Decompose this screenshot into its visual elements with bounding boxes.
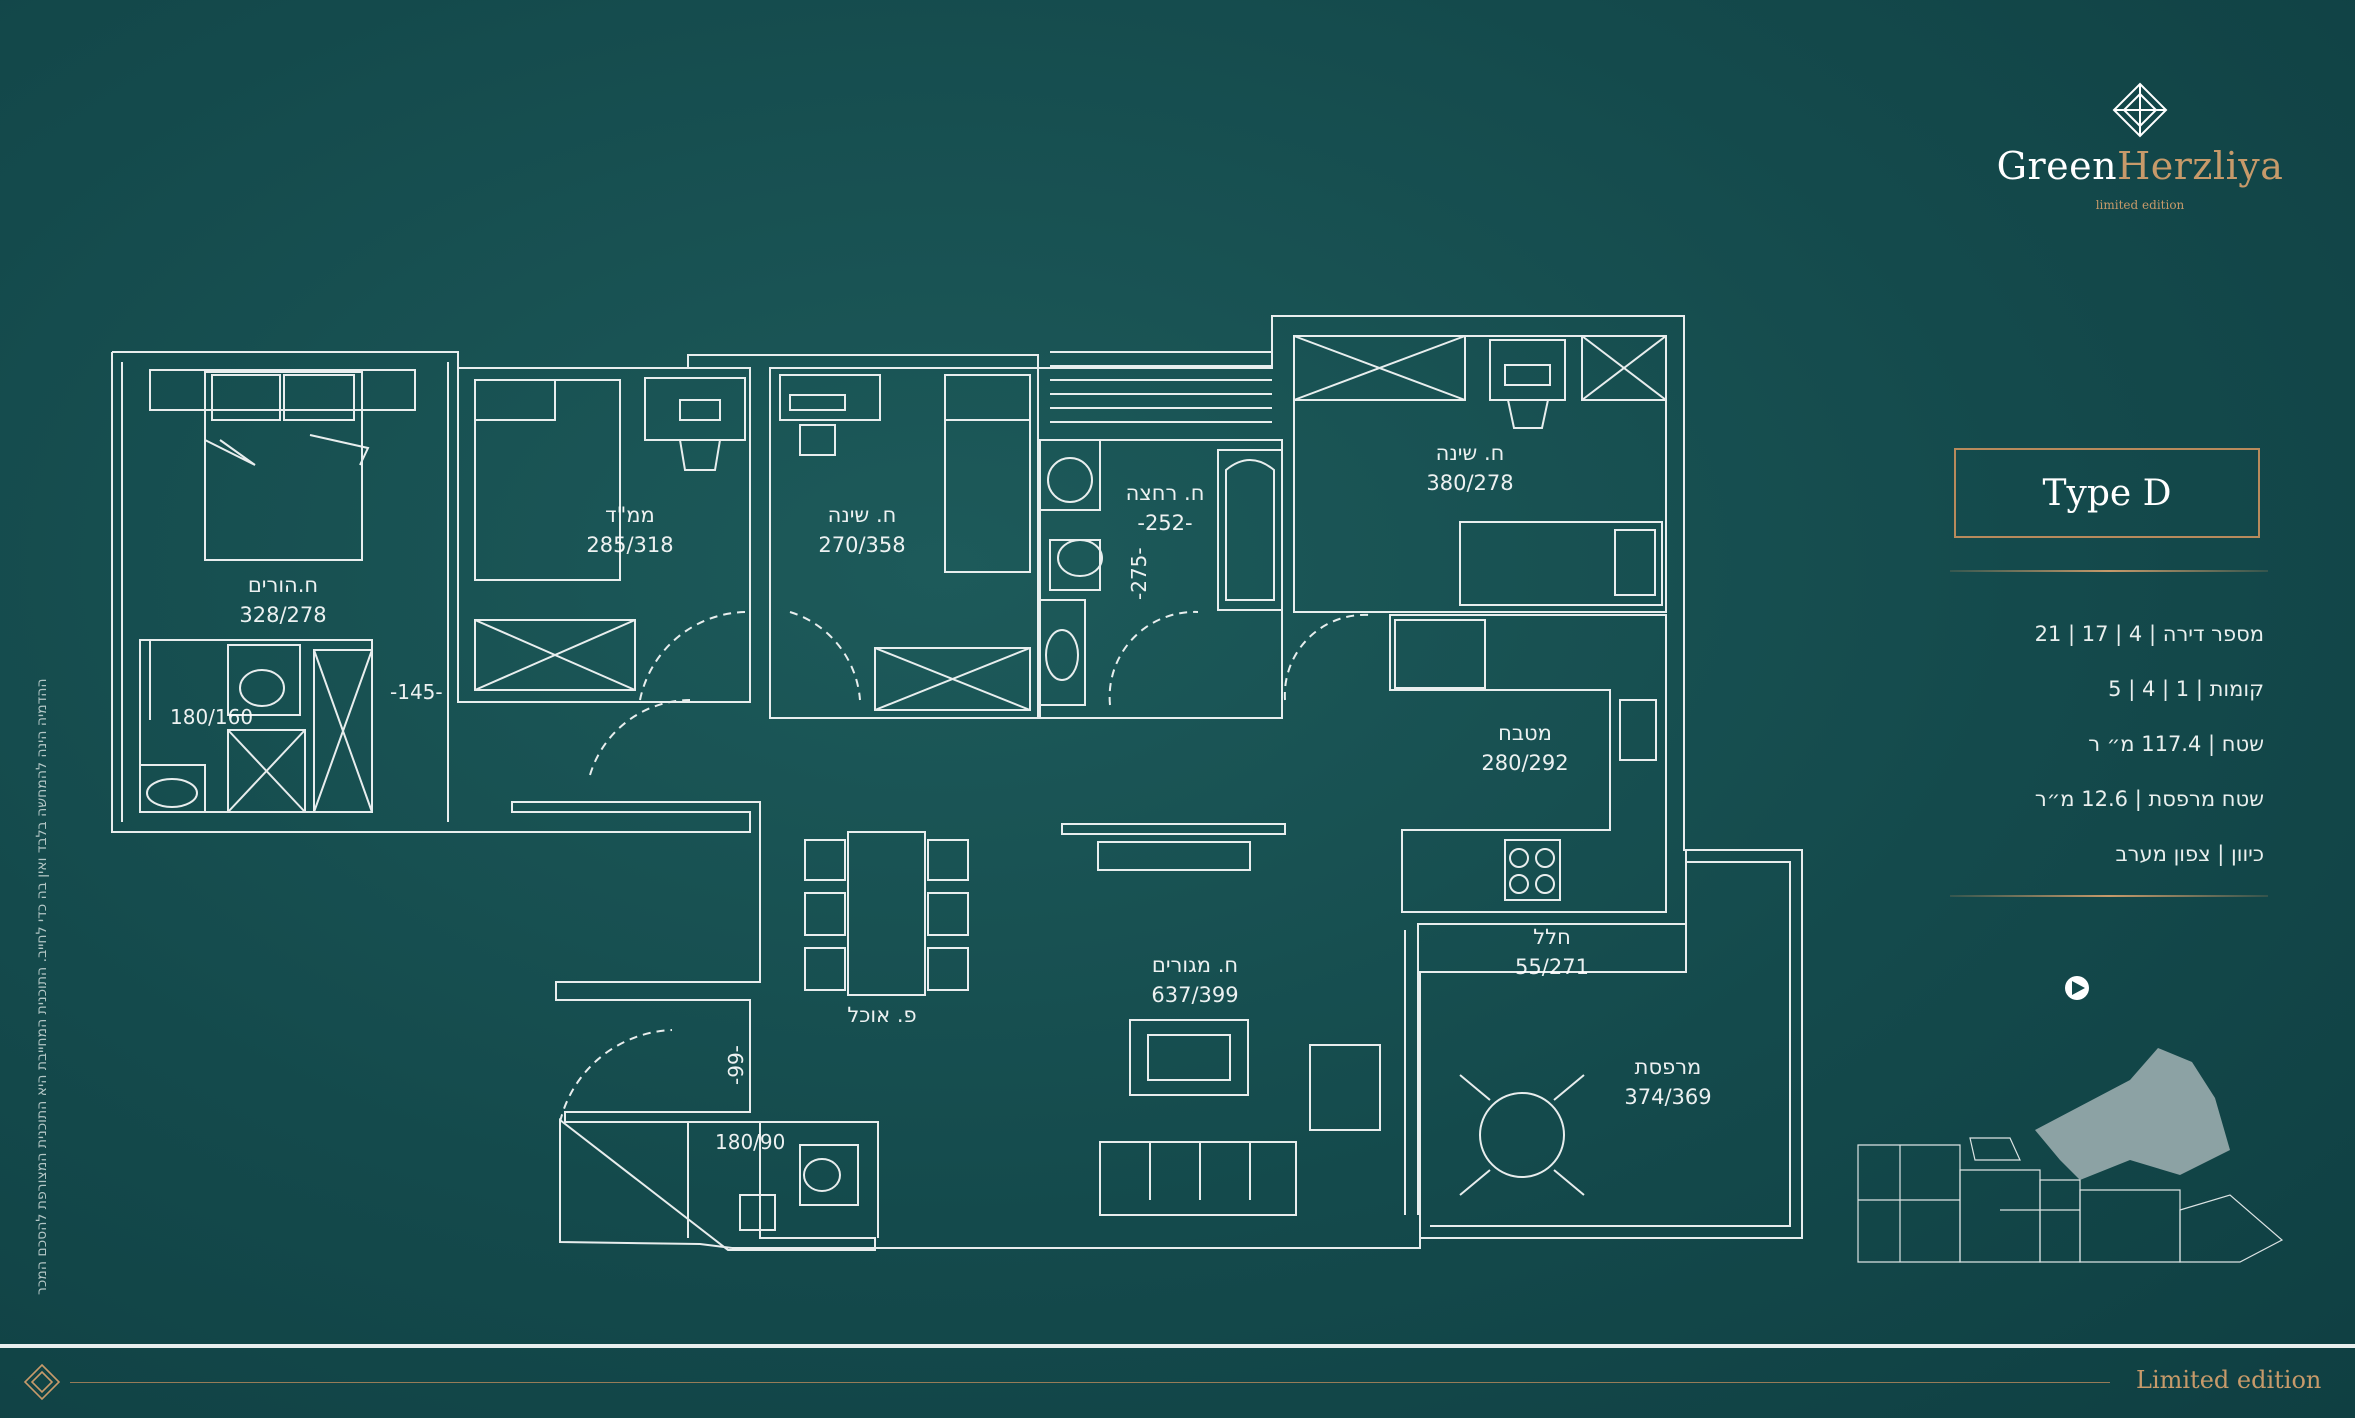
gold-rule-bottom — [1950, 895, 2268, 897]
footer-logo-icon — [23, 1363, 61, 1401]
key-plan — [1857, 1137, 2284, 1263]
logo-diamond-icon — [2112, 82, 2168, 138]
room-bathroom: ח. רחצה -252- — [1126, 478, 1205, 538]
info-balcony-area: שטח מרפסת | 12.6 מ״ר — [2034, 787, 2264, 811]
compass-icon — [2065, 976, 2089, 1000]
key-plan-highlight — [2035, 1048, 2230, 1180]
footer-divider — [0, 1344, 2355, 1348]
room-bedroom3-size: 380/278 — [1426, 471, 1514, 495]
room-bedroom3: ח. שינה 380/278 — [1426, 438, 1513, 498]
dim-guest-wc: 180/90 — [715, 1130, 786, 1154]
brand-logo: GreenHerzliya limited edition — [1990, 80, 2290, 212]
dim-entry: -99- — [724, 1045, 748, 1085]
room-mamad-size: 285/318 — [586, 533, 674, 557]
room-kitchen-name: מטבח — [1498, 721, 1552, 745]
room-bedroom2-name: ח. שינה — [827, 503, 897, 527]
room-bathroom-name: ח. רחצה — [1125, 481, 1205, 505]
dim-corridor: -145- — [390, 680, 443, 704]
gold-rule-top — [1950, 570, 2268, 572]
room-void-size: 55/271 — [1515, 955, 1589, 979]
room-mamad-name: ממ"ד — [605, 503, 655, 527]
room-kitchen: מטבח 280/292 — [1481, 718, 1568, 778]
room-bathroom-size: -252- — [1137, 511, 1193, 535]
brand-tagline: limited edition — [2095, 198, 2185, 212]
room-dining: פ. אוכל — [847, 1000, 916, 1030]
brand-name: GreenHerzliya — [1990, 144, 2290, 188]
room-dining-name: פ. אוכל — [847, 1003, 917, 1027]
brand-name-part2: Herzliya — [2117, 144, 2284, 188]
unit-type-box: Type D — [1954, 448, 2260, 538]
room-living: ח. מגורים 637/399 — [1151, 950, 1238, 1010]
room-living-size: 637/399 — [1151, 983, 1239, 1007]
info-orientation: כיוון | צפון מערב — [2115, 842, 2265, 866]
dim-parents-bath: 180/160 — [170, 705, 254, 729]
info-apartment-number: מספר דירה | 4 | 17 | 21 — [2034, 622, 2264, 646]
room-living-name: ח. מגורים — [1151, 953, 1239, 977]
room-void-name: חלל — [1533, 925, 1571, 949]
room-balcony-size: 374/369 — [1624, 1085, 1712, 1109]
room-mamad: ממ"ד 285/318 — [586, 500, 673, 560]
room-parents: ח.הורים 328/278 — [239, 570, 326, 630]
dim-bath-depth: -275- — [1127, 547, 1151, 600]
room-parents-size: 328/278 — [239, 603, 327, 627]
side-disclaimer: ההדמיה הינה להמחשה בלבד ואין בה כדי לחיי… — [34, 678, 50, 1295]
room-balcony-name: מרפסת — [1634, 1055, 1702, 1079]
footer-text: Limited edition — [2136, 1366, 2322, 1394]
room-parents-name: ח.הורים — [247, 573, 319, 597]
room-void: חלל 55/271 — [1515, 922, 1589, 982]
footer-rule — [70, 1382, 2110, 1383]
info-area: שטח | 117.4 מ״ ר — [2088, 732, 2264, 756]
room-bedroom2: ח. שינה 270/358 — [818, 500, 905, 560]
room-balcony: מרפסת 374/369 — [1624, 1052, 1711, 1112]
brand-name-part1: Green — [1996, 144, 2118, 188]
room-bedroom3-name: ח. שינה — [1435, 441, 1505, 465]
room-kitchen-size: 280/292 — [1481, 751, 1569, 775]
info-floors: קומות | 1 | 4 | 5 — [2108, 677, 2264, 701]
room-bedroom2-size: 270/358 — [818, 533, 906, 557]
unit-info: מספר דירה | 4 | 17 | 21 קומות | 1 | 4 | … — [1954, 612, 2264, 887]
